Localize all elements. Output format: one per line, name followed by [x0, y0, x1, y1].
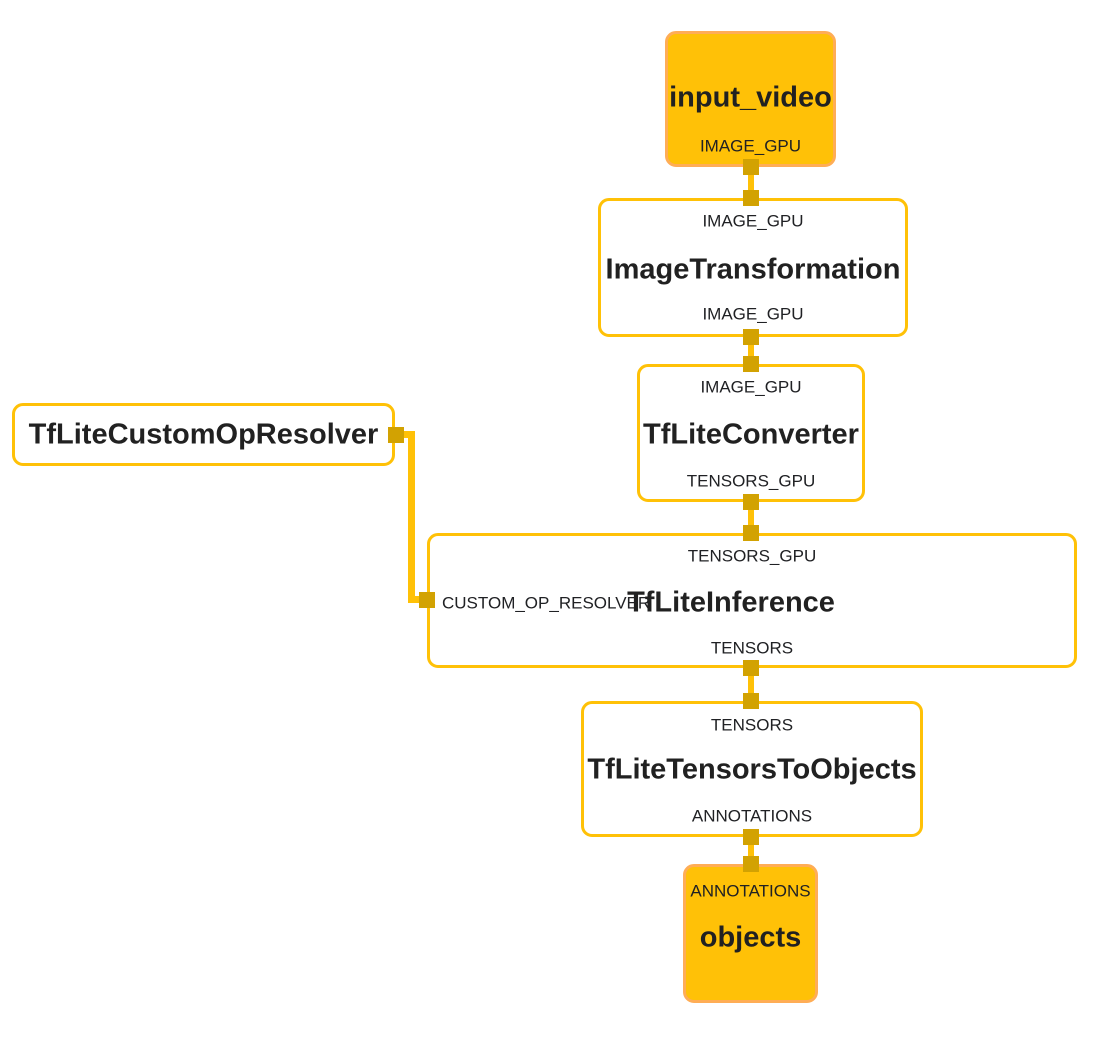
node-title: TfLiteInference [627, 586, 835, 619]
node-tfliteconverter[interactable]: IMAGE_GPU TfLiteConverter TENSORS_GPU [637, 364, 865, 502]
node-objects[interactable]: ANNOTATIONS objects [683, 864, 818, 1003]
node-title: ImageTransformation [605, 253, 901, 286]
node-imagetransformation[interactable]: IMAGE_GPU ImageTransformation IMAGE_GPU [598, 198, 908, 337]
port-connector [743, 525, 759, 541]
node-title: TfLiteCustomOpResolver [28, 418, 379, 451]
input-port-label: IMAGE_GPU [702, 211, 804, 231]
edge-tflitetensorstoobjects-to-objects [748, 837, 754, 864]
node-title: TfLiteConverter [643, 418, 859, 451]
side-port-label: CUSTOM_OP_RESOLVER [442, 593, 651, 613]
port-connector [743, 356, 759, 372]
edge-opresolver-to-inference-segment [408, 596, 427, 603]
edge-tfliteinference-to-tflitetensorstoobjects [748, 668, 754, 701]
port-connector [743, 829, 759, 845]
output-port-label: IMAGE_GPU [699, 136, 802, 156]
port-connector [743, 159, 759, 175]
port-connector [743, 660, 759, 676]
node-input-video[interactable]: input_video IMAGE_GPU [665, 31, 836, 167]
node-title: objects [699, 921, 802, 954]
input-port-label: IMAGE_GPU [700, 377, 802, 397]
edge-input-video-to-imagetransformation [748, 167, 754, 198]
port-connector [419, 592, 435, 608]
node-title: TfLiteTensorsToObjects [587, 753, 917, 786]
output-port-label: IMAGE_GPU [702, 304, 804, 324]
node-tflitetensorstoobjects[interactable]: TENSORS TfLiteTensorsToObjects ANNOTATIO… [581, 701, 923, 837]
input-port-label: TENSORS [710, 715, 794, 735]
output-port-label: ANNOTATIONS [691, 806, 813, 826]
node-tfliteinference[interactable]: TENSORS_GPU CUSTOM_OP_RESOLVER TfLiteInf… [427, 533, 1077, 668]
port-connector [743, 190, 759, 206]
port-connector [743, 494, 759, 510]
edge-tfliteconverter-to-tfliteinference [748, 502, 754, 533]
node-tflitecustomopresolver[interactable]: TfLiteCustomOpResolver [12, 403, 395, 466]
node-title: input_video [669, 81, 832, 114]
input-port-label: ANNOTATIONS [690, 881, 811, 901]
output-port-label: TENSORS_GPU [686, 471, 816, 491]
edge-opresolver-horizontal-segment [396, 431, 415, 438]
output-port-label: TENSORS [710, 638, 794, 658]
edge-opresolver-vertical-segment [408, 431, 415, 603]
input-port-label: TENSORS_GPU [687, 546, 817, 566]
port-connector [743, 693, 759, 709]
port-connector [388, 427, 404, 443]
port-connector [743, 329, 759, 345]
port-connector [743, 856, 759, 872]
edge-imagetransformation-to-tfliteconverter [748, 337, 754, 364]
